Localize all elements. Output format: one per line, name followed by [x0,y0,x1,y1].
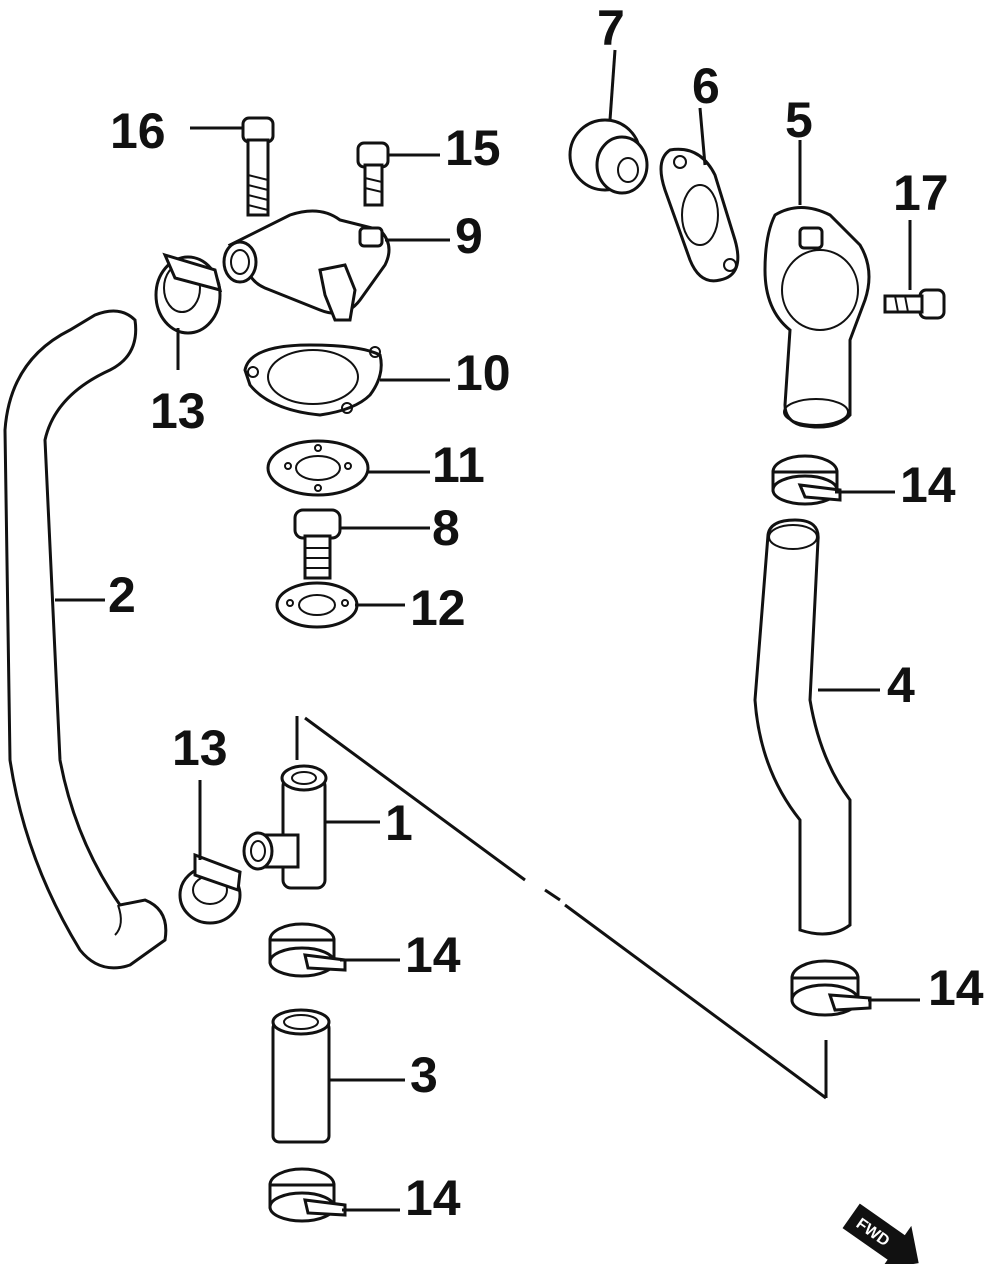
valve-7 [568,118,649,195]
bolt-17 [883,288,946,320]
gasket-10 [243,343,383,417]
callout-14-middle-right: 14 [928,960,984,1016]
leader-lines [55,49,920,1212]
callout-labels: 1 2 3 4 5 6 7 8 9 10 11 12 13 13 14 14 1… [108,0,984,1226]
plate-11 [266,439,370,497]
gasket-6 [659,147,740,283]
clamp-13-lower [178,852,242,925]
callout-14-bottom: 14 [405,1170,461,1226]
callout-16: 16 [110,103,166,159]
callout-9: 9 [455,208,483,264]
thermostat-8 [293,508,342,580]
elbow-housing-5 [763,206,871,429]
callout-8: 8 [432,500,460,556]
clamp-14-bottom [268,1167,347,1223]
callout-13-lower: 13 [172,720,228,776]
callout-12: 12 [410,580,466,636]
callout-17: 17 [893,165,949,221]
callout-13-upper: 13 [150,383,206,439]
t-joint-1 [242,764,328,890]
clamp-13-upper [154,252,223,335]
thermostat-cover-9 [222,209,391,322]
bolt-16 [241,116,275,217]
callout-3: 3 [410,1047,438,1103]
clamp-14-middle-right [790,959,872,1017]
hose-2 [3,309,168,970]
forward-arrow-icon: FWD [842,1203,919,1264]
callout-15: 15 [445,120,501,176]
callout-4: 4 [887,657,915,713]
clamp-14-middle-left [268,922,347,978]
bolt-15 [356,141,390,207]
hose-3 [271,1008,331,1144]
clamp-14-upper-right [771,454,842,506]
callout-5: 5 [785,92,813,148]
callout-6: 6 [692,58,720,114]
callout-14-upper-right: 14 [900,457,956,513]
hose-4 [753,518,852,936]
callout-10: 10 [455,345,511,401]
callout-2: 2 [108,567,136,623]
routing-line [295,716,828,1100]
callout-14-middle-left: 14 [405,927,461,983]
callout-1: 1 [385,795,413,851]
seal-12 [275,581,359,629]
callout-11: 11 [432,437,485,493]
callout-7: 7 [597,0,625,56]
